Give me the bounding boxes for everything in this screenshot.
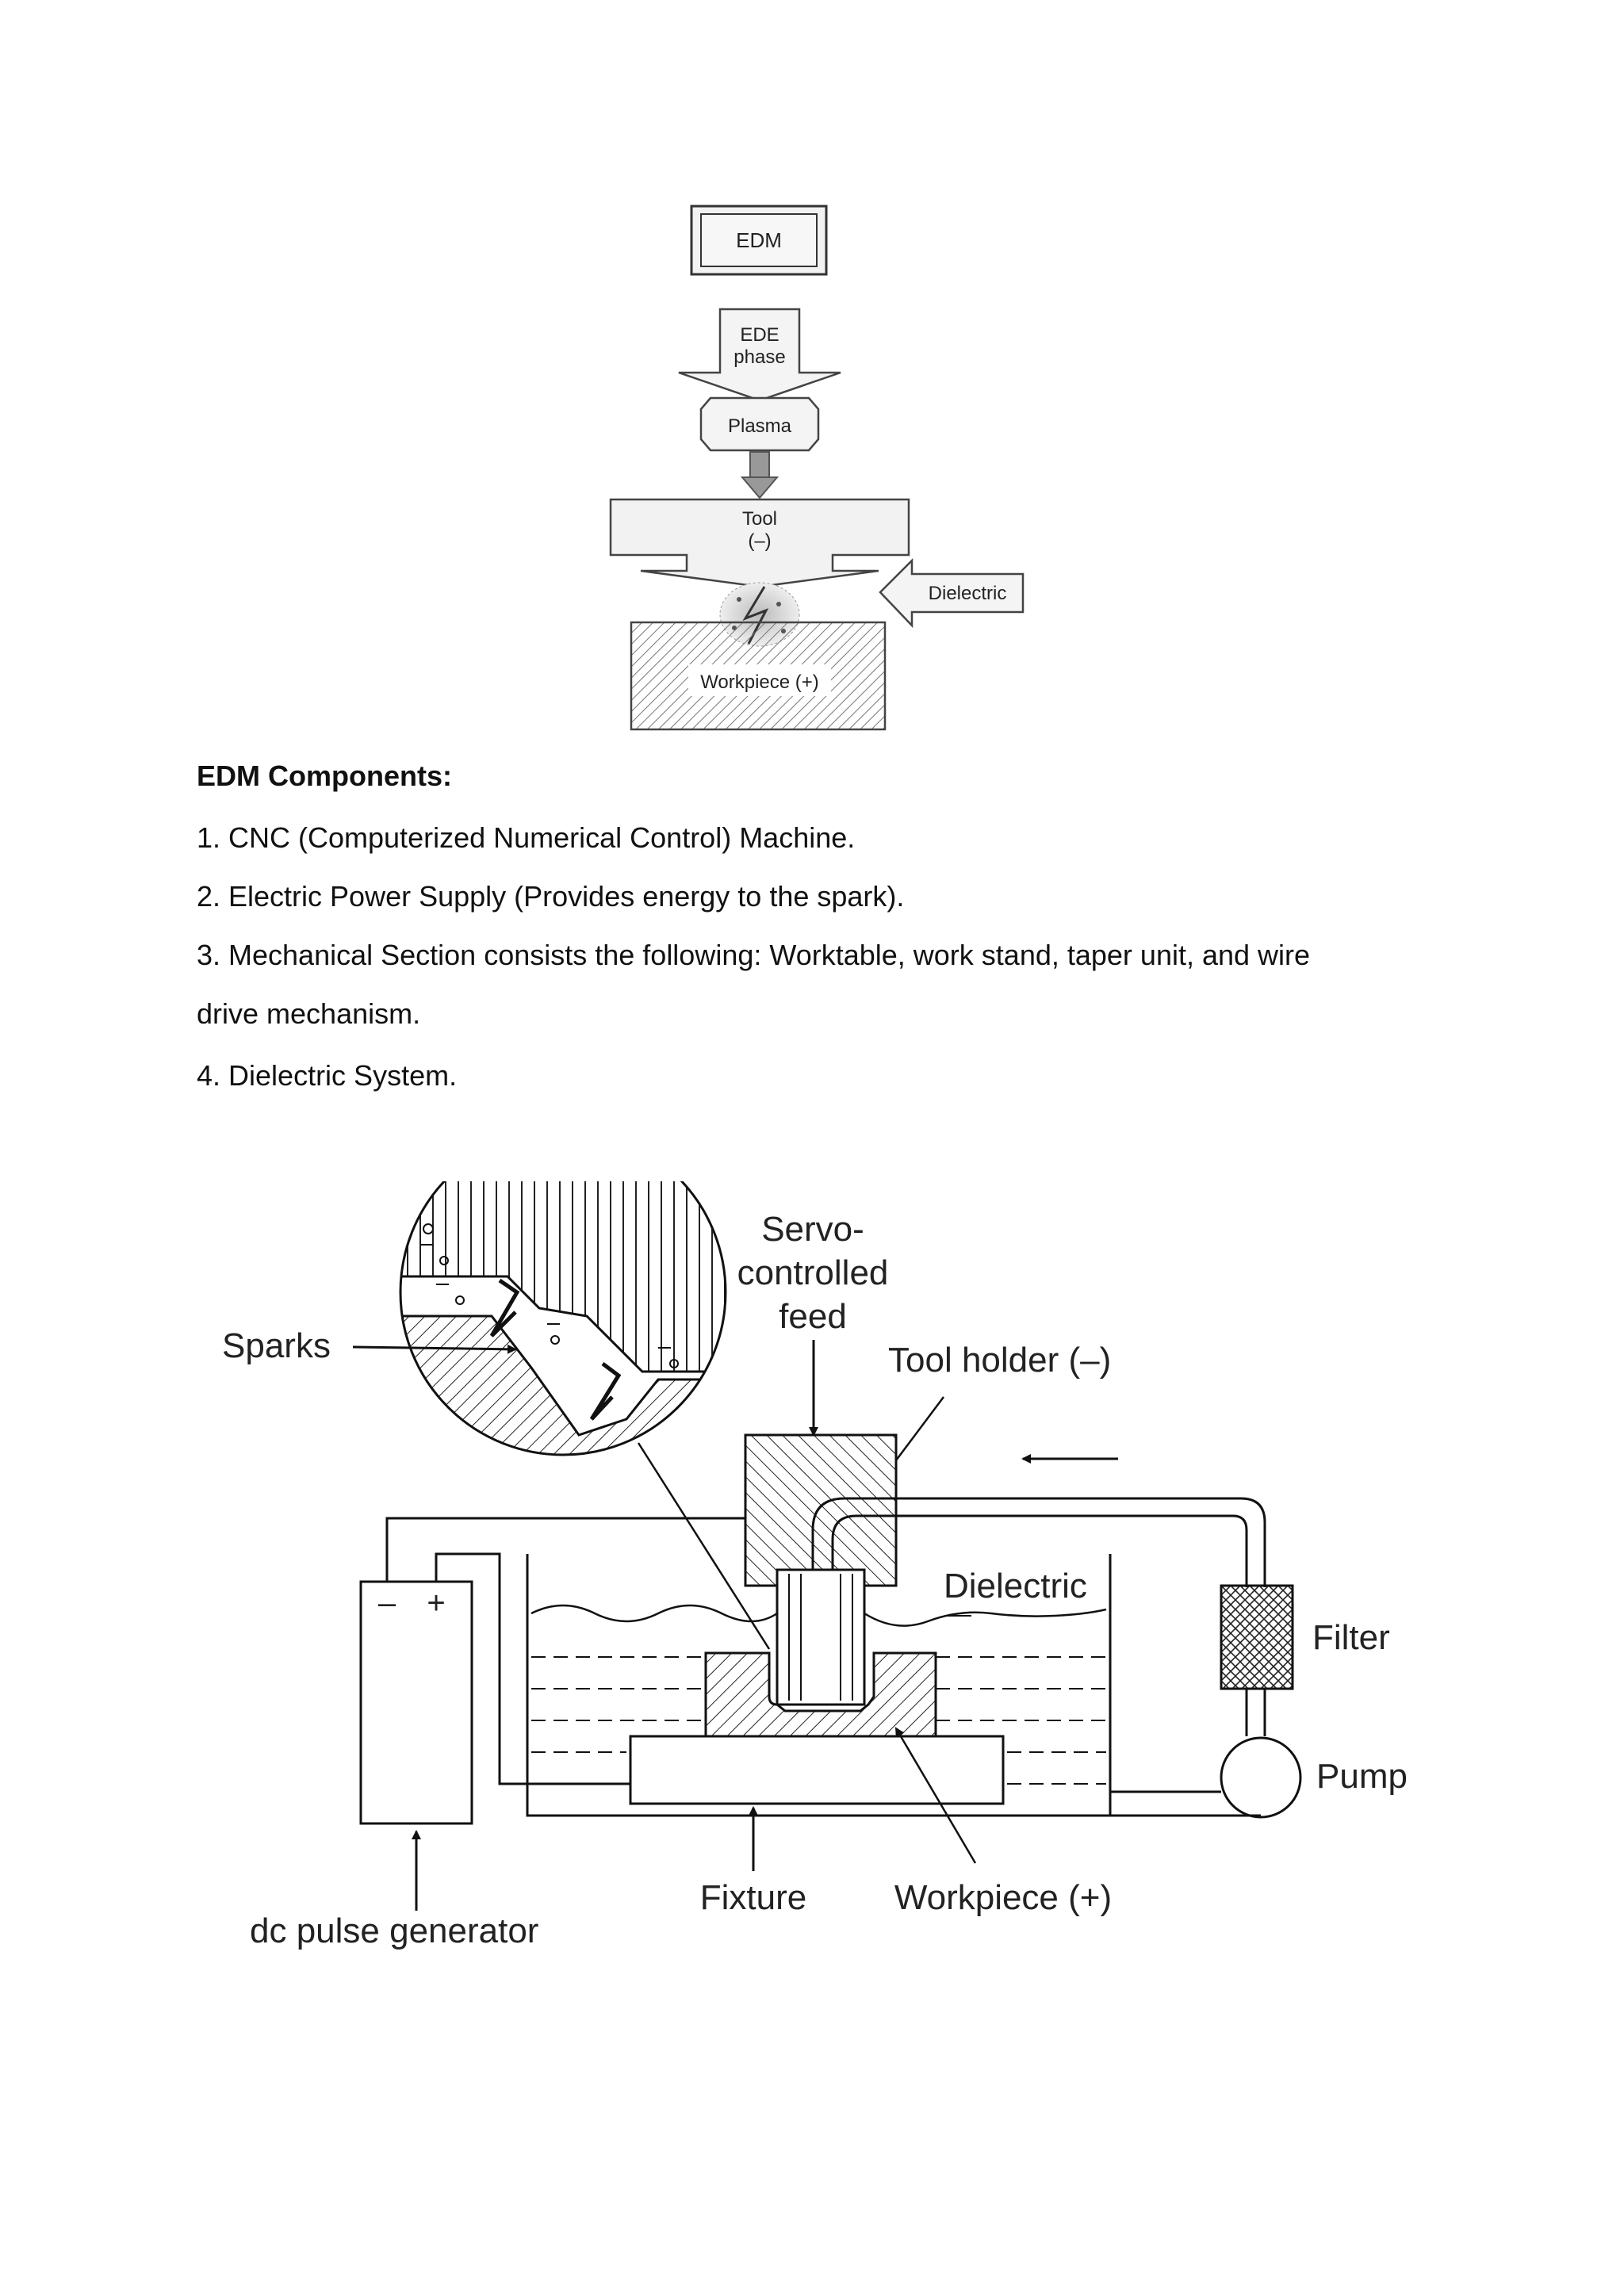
- plasma-box: Plasma: [699, 396, 820, 452]
- workpiece-label: Workpiece (+): [894, 1878, 1112, 1917]
- dielectric-label: Dielectric: [944, 1567, 1087, 1605]
- workpiece-block: [704, 1651, 937, 1738]
- edm-label: EDM: [736, 228, 782, 252]
- ede-phase-arrow: EDE phase: [678, 308, 841, 402]
- magnifier-circle: [399, 1181, 727, 1456]
- negative-wire: [385, 1517, 745, 1582]
- dielectric-label: Dielectric: [929, 583, 1007, 604]
- tool-polarity-label: (–): [748, 530, 771, 552]
- workpiece-block: Workpiece (+): [630, 621, 887, 731]
- tool-block: Tool (–): [609, 498, 910, 588]
- edm-process-diagram: EDM EDE phase Plasma Tool (–) Dielectric: [609, 205, 1025, 731]
- component-item-cnc: 1. CNC (Computerized Numerical Control) …: [197, 821, 856, 854]
- sparks-label: Sparks: [222, 1326, 331, 1365]
- ede-label: EDE: [740, 324, 779, 346]
- magnified-spark-view: [400, 1181, 726, 1455]
- tool-holder-leader: [895, 1396, 944, 1461]
- generator-label: dc pulse generator: [250, 1911, 538, 1950]
- svg-text:controlled: controlled: [737, 1253, 889, 1292]
- tool-label: Tool: [742, 508, 777, 530]
- pump-label: Pump: [1316, 1757, 1408, 1796]
- component-item-mechanical: 3. Mechanical Section consists the follo…: [197, 939, 1311, 971]
- dielectric-arrow: Dielectric: [879, 557, 1025, 629]
- pump-element: [1220, 1736, 1302, 1819]
- svg-text:feed: feed: [779, 1297, 847, 1336]
- dielectric-pipe: [811, 1497, 1266, 1697]
- workpiece-label: Workpiece (+): [700, 672, 819, 693]
- filter-label: Filter: [1312, 1618, 1390, 1657]
- workpiece-leader: [894, 1727, 977, 1864]
- phase-label: phase: [733, 346, 785, 368]
- down-arrow: [740, 451, 779, 499]
- positive-terminal-label: +: [427, 1586, 445, 1621]
- component-item-mechanical-cont: drive mechanism.: [197, 997, 421, 1030]
- dc-pulse-generator-box: [359, 1580, 473, 1825]
- filter-element: [1220, 1584, 1294, 1690]
- servo-feed-label: Servo- controlled feed: [737, 1210, 889, 1336]
- electrode: [776, 1568, 866, 1706]
- plasma-label: Plasma: [728, 415, 792, 437]
- edm-box: EDM: [690, 205, 828, 276]
- sparks-arrow: [352, 1344, 517, 1354]
- edm-system-diagram: Sparks Servo- controlled feed Tool holde…: [222, 1181, 1408, 1950]
- tool-holder-label: Tool holder (–): [888, 1341, 1111, 1380]
- component-item-dielectric: 4. Dielectric System.: [197, 1059, 458, 1092]
- svg-text:Servo-: Servo-: [761, 1210, 864, 1249]
- fixture-label: Fixture: [700, 1878, 806, 1917]
- negative-terminal-label: –: [378, 1586, 396, 1621]
- magnifier-leader-line: [637, 1442, 771, 1650]
- fixture-block: [629, 1735, 1005, 1805]
- tool-holder-block: [744, 1433, 898, 1587]
- positive-wire: [435, 1552, 630, 1785]
- components-heading: EDM Components:: [197, 760, 452, 792]
- component-item-power-supply: 2. Electric Power Supply (Provides energ…: [197, 880, 905, 913]
